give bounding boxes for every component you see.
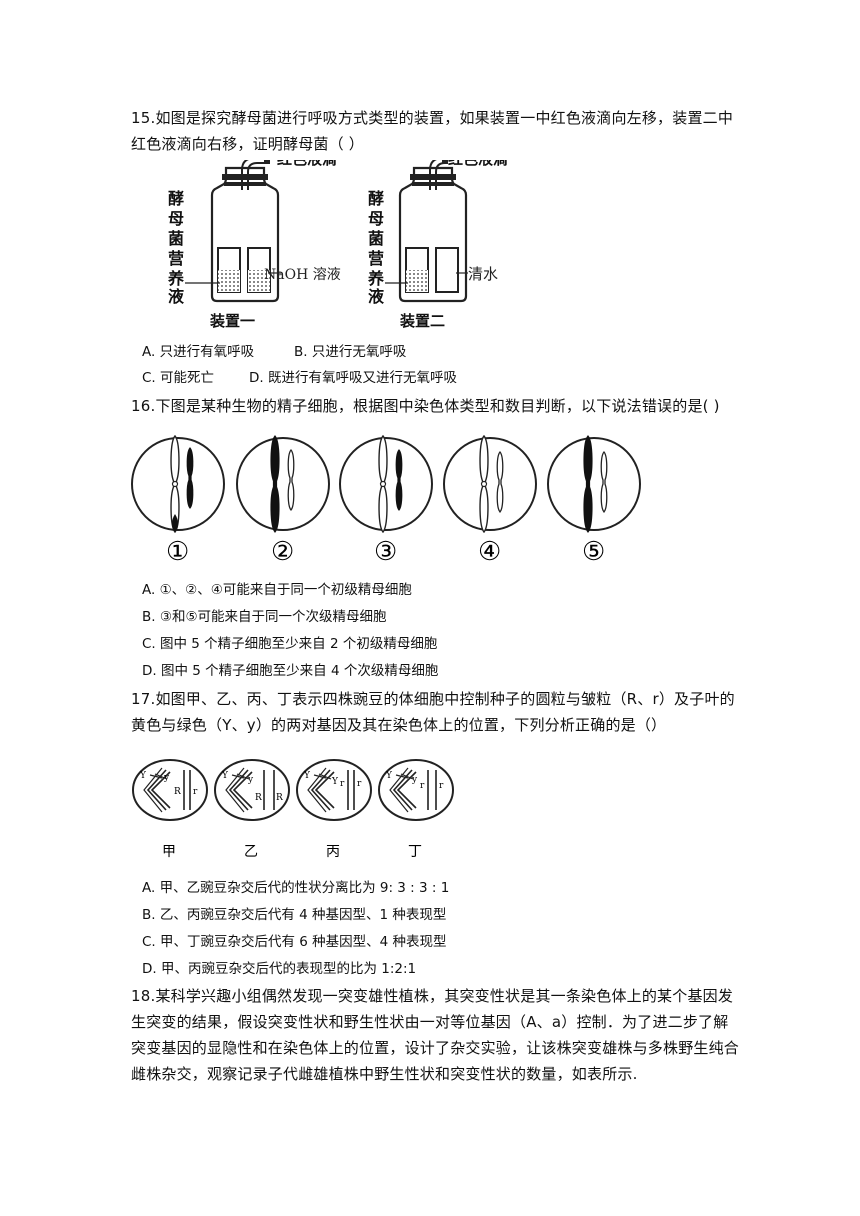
svg-text:r: r: [193, 787, 198, 797]
q16-option-d[interactable]: D. 图中 5 个精子细胞至少来自 4 个次级精母细胞: [142, 663, 439, 679]
sperm-cell-1: [131, 435, 225, 533]
pea-label-bing: 丙: [326, 844, 340, 860]
q16-option-b[interactable]: B. ③和⑤可能来自于同一个次级精母细胞: [142, 609, 387, 625]
q18-line-3: 突变基因的显隐性和在染色体上的位置，设计了杂交实验，让该株突变雄株与多株野生纯合: [131, 1039, 740, 1057]
svg-text:y: y: [247, 775, 254, 785]
cell-label-4: ④: [478, 537, 501, 567]
culture-label-2-char-0: 酵: [368, 189, 384, 208]
pea-label-yi: 乙: [244, 844, 258, 860]
red-drop-label-2: 红色液滴: [448, 160, 508, 168]
pea-cell-bing: Y Y r r: [296, 759, 372, 821]
device-1-label: 装置一: [209, 312, 255, 330]
culture-label-1-char-4: 养: [167, 269, 185, 288]
pea-label-ding: 丁: [408, 844, 422, 860]
q17-option-b[interactable]: B. 乙、丙豌豆杂交后代有 4 种基因型、1 种表现型: [142, 907, 447, 923]
culture-label-1-char-2: 菌: [168, 229, 184, 248]
sperm-cell-3: [339, 435, 433, 533]
sperm-cell-2: [236, 435, 330, 533]
culture-label-1-char-3: 营: [168, 249, 184, 268]
stopper-1: [222, 174, 268, 180]
q17-option-d[interactable]: D. 甲、丙豌豆杂交后代的表现型的比为 1:2:1: [142, 961, 417, 977]
device-2-label: 装置二: [399, 312, 445, 330]
cell-label-2: ②: [271, 537, 294, 567]
svg-text:Y: Y: [385, 771, 393, 781]
q17-stem-line-2: 黄色与绿色（Y、y）的两对基因及其在染色体上的位置，下列分析正确的是（）: [131, 716, 667, 734]
svg-text:R: R: [174, 787, 181, 797]
cell-label-3: ③: [374, 537, 397, 567]
pea-cell-jia: Y y R r: [132, 759, 208, 821]
svg-text:Y: Y: [331, 777, 339, 787]
svg-text:Y: Y: [221, 771, 229, 781]
svg-text:r: r: [420, 781, 425, 791]
q18-line-1: 18.某科学兴趣小组偶然发现一突变雄性植株，其突变性状是其一条染色体上的某个基因…: [131, 987, 734, 1005]
culture-label-2-char-1: 母: [368, 209, 384, 228]
culture-label-1-char-5: 液: [168, 287, 185, 306]
cell-label-5: ⑤: [582, 537, 605, 567]
glass-tube-1: [241, 160, 249, 190]
red-drop-1: [264, 160, 270, 164]
culture-label-2-char-5: 液: [368, 287, 385, 306]
sperm-cell-5: [547, 435, 641, 533]
glass-tube-2: [429, 160, 437, 190]
red-drop-2: [442, 160, 448, 164]
water-label: 清水: [468, 265, 498, 283]
q18-line-2: 生突变的结果，假设突变性状和野生性状由一对等位基因（A、a）控制．为了进二步了解: [131, 1013, 729, 1031]
q16-sperm-cells-figure: ① ② ③ ④ ⑤: [131, 435, 641, 567]
svg-text:y: y: [411, 775, 418, 785]
q15-stem-line-1: 15.如图是探究酵母菌进行呼吸方式类型的装置，如果装置一中红色液滴向左移，装置二…: [131, 109, 734, 127]
q17-option-c[interactable]: C. 甲、丁豌豆杂交后代有 6 种基因型、4 种表现型: [142, 934, 447, 950]
device-two: 酵 母 菌 营 养 液 红色液滴 清水 装置二: [367, 160, 508, 330]
q15-option-c[interactable]: C. 可能死亡: [142, 370, 215, 386]
pea-label-jia: 甲: [162, 844, 176, 860]
pea-cell-yi: Y y R R: [214, 759, 290, 821]
culture-label-2-char-4: 养: [367, 269, 385, 288]
q15-option-a[interactable]: A. 只进行有氧呼吸: [142, 344, 255, 360]
sperm-cell-4: [443, 435, 537, 533]
q15-option-b[interactable]: B. 只进行无氧呼吸: [294, 344, 407, 360]
q17-pea-cells-figure: Y y R r Y y R R Y Y: [132, 759, 454, 860]
stopper-2: [410, 174, 456, 180]
device-one: 酵 母 菌 营 养 液 红色液滴 NaOH 溶液 装置一: [167, 160, 341, 330]
cell-label-1: ①: [166, 537, 189, 567]
q15-apparatus-figure: 酵 母 菌 营 养 液 红色液滴 NaOH 溶液 装置一: [167, 160, 508, 330]
q15-stem-line-2: 红色液滴向右移，证明酵母菌（ ）: [131, 135, 364, 153]
q15-option-d[interactable]: D. 既进行有氧呼吸又进行无氧呼吸: [249, 370, 457, 386]
svg-text:r: r: [439, 781, 444, 791]
svg-text:Y: Y: [139, 771, 147, 781]
red-drop-label-1: 红色液滴: [277, 160, 337, 168]
culture-label-2-char-3: 营: [368, 249, 384, 268]
svg-text:R: R: [255, 793, 262, 803]
svg-text:r: r: [357, 779, 362, 789]
q17-stem-line-1: 17.如图甲、乙、丙、丁表示四株豌豆的体细胞中控制种子的圆粒与皱粒（R、r）及子…: [131, 690, 735, 708]
q16-option-c[interactable]: C. 图中 5 个精子细胞至少来自 2 个初级精母细胞: [142, 636, 438, 652]
svg-text:y: y: [163, 773, 170, 783]
culture-label-2-char-2: 菌: [368, 229, 384, 248]
culture-label-1-char-1: 母: [168, 209, 184, 228]
naoh-label: NaOH 溶液: [264, 267, 341, 283]
q18-line-4: 雌株杂交，观察记录子代雌雄植株中野生性状和突变性状的数量，如表所示.: [131, 1065, 638, 1083]
culture-label-1-char-0: 酵: [168, 189, 184, 208]
svg-text:r: r: [340, 779, 345, 789]
svg-text:Y: Y: [303, 771, 311, 781]
pea-cell-ding: Y y r r: [378, 759, 454, 821]
q17-option-a[interactable]: A. 甲、乙豌豆杂交后代的性状分离比为 9: 3 : 3 : 1: [142, 880, 450, 896]
q16-option-a[interactable]: A. ①、②、④可能来自于同一个初级精母细胞: [142, 582, 412, 598]
q16-stem: 16.下图是某种生物的精子细胞，根据图中染色体类型和数目判断，以下说法错误的是(…: [131, 397, 720, 415]
svg-text:R: R: [276, 793, 283, 803]
